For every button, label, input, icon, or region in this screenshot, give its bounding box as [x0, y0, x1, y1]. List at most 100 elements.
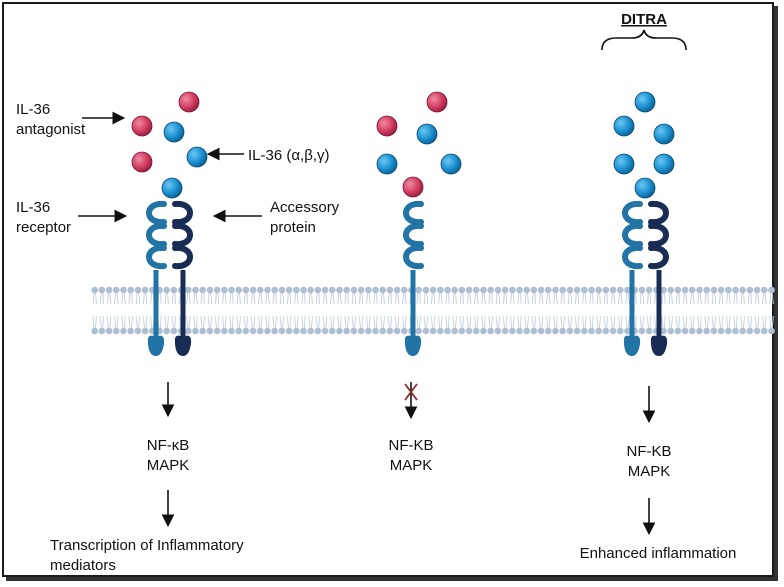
cell-membrane	[91, 286, 775, 335]
cytokine-annotation: IL-36 (α,β,γ)	[206, 147, 329, 164]
phospholipid	[689, 286, 696, 335]
phospholipid	[98, 286, 106, 335]
phospholipid	[732, 286, 739, 335]
phospholipid	[372, 286, 379, 335]
phospholipid	[213, 286, 221, 335]
phospholipid	[163, 286, 170, 335]
phospholipid	[127, 286, 134, 335]
phospholipid	[437, 286, 444, 335]
phospholipid	[667, 286, 674, 335]
phospholipid	[293, 286, 300, 335]
phospholipid	[206, 286, 214, 335]
phospholipid	[249, 286, 257, 335]
panel-2-il36-receptor	[403, 200, 424, 356]
phospholipid	[307, 286, 315, 335]
phospholipid	[393, 286, 401, 335]
phospholipid	[91, 286, 98, 335]
il36-cytokine-molecule	[613, 115, 635, 137]
phospholipid	[761, 286, 768, 335]
phospholipid	[516, 286, 523, 335]
phospholipid	[660, 286, 667, 335]
phospholipid	[645, 286, 653, 335]
phospholipid	[357, 286, 365, 335]
accessory-label-line2: protein	[270, 219, 316, 236]
phospholipid	[465, 286, 473, 335]
receptor-layer	[146, 200, 669, 356]
il36-antagonist-molecule	[131, 151, 153, 173]
phospholipid	[602, 286, 610, 335]
il36-cytokine-molecule	[186, 146, 208, 168]
phospholipid	[271, 286, 279, 335]
il36-antagonist-molecule	[178, 91, 200, 113]
phospholipid	[588, 286, 595, 335]
accessory-annotation: Accessory protein	[212, 199, 340, 236]
phospholipid	[199, 286, 206, 335]
phospholipid	[120, 286, 127, 335]
phospholipid	[278, 286, 286, 335]
panel-1-signal-line1: NF-κB	[147, 437, 190, 454]
receptor-annotation: IL-36 receptor	[16, 199, 128, 236]
phospholipid	[221, 286, 228, 335]
phospholipid	[343, 286, 351, 335]
phospholipid	[545, 286, 552, 335]
antagonist-annotation: IL-36 antagonist	[16, 101, 126, 138]
phospholipid	[552, 286, 559, 335]
il36-cytokine-molecule	[416, 123, 438, 145]
il36-cytokine-molecule	[376, 153, 398, 175]
phospholipid	[444, 286, 451, 335]
receptor-label-line1: IL-36	[16, 199, 50, 216]
phospholipid	[617, 286, 624, 335]
il36-antagonist-molecule	[426, 91, 448, 113]
il36-pathway-diagram: DITRA IL-36 antagonist IL-36 (α,β,γ) IL-…	[16, 11, 775, 574]
panel-2-downstream: NF-KB MAPK	[389, 382, 434, 474]
phospholipid	[681, 286, 689, 335]
phospholipid	[501, 286, 509, 335]
phospholipid	[566, 286, 574, 335]
phospholipid	[696, 286, 703, 335]
accessory-label-line1: Accessory	[270, 199, 340, 216]
phospholipid	[609, 286, 617, 335]
phospholipid	[257, 286, 264, 335]
blocked-x-icon	[404, 383, 418, 401]
phospholipid	[703, 286, 710, 335]
panel-3-outcome-line1: Enhanced inflammation	[580, 545, 737, 562]
phospholipid	[710, 286, 718, 335]
phospholipid	[415, 286, 423, 335]
phospholipid	[401, 286, 408, 335]
receptor-label-line2: receptor	[16, 219, 71, 236]
phospholipid	[422, 286, 430, 335]
phospholipid	[537, 286, 545, 335]
il36-antagonist-molecule	[131, 115, 153, 137]
il36-cytokine-molecule	[653, 123, 675, 145]
antagonist-label-line1: IL-36	[16, 101, 50, 118]
phospholipid	[530, 286, 538, 335]
il36-cytokine-molecule	[163, 121, 185, 143]
phospholipid	[336, 286, 343, 335]
il36-antagonist-molecule	[402, 176, 424, 198]
phospholipid	[105, 286, 113, 335]
phospholipid	[365, 286, 372, 335]
phospholipid	[725, 286, 732, 335]
phospholipid	[509, 286, 516, 335]
phospholipid	[638, 286, 646, 335]
panel-1-accessory-protein	[172, 200, 193, 356]
phospholipid	[429, 286, 437, 335]
phospholipid	[753, 286, 761, 335]
phospholipid	[314, 286, 322, 335]
ditra-bracket: DITRA	[601, 11, 687, 51]
panel-1-il36-receptor	[146, 200, 167, 356]
panel-3-signal-line2: MAPK	[628, 463, 671, 480]
panel-3-il36-receptor	[622, 200, 643, 356]
phospholipid	[746, 286, 754, 335]
phospholipid	[739, 286, 746, 335]
antagonist-label-line2: antagonist	[16, 121, 86, 138]
panel-3-downstream: NF-KB MAPK Enhanced inflammation	[580, 386, 737, 562]
il36-cytokine-molecule	[613, 153, 635, 175]
phospholipid	[264, 286, 271, 335]
panel-1-outcome-line2: mediators	[50, 557, 116, 574]
phospholipid	[523, 286, 530, 335]
phospholipid	[581, 286, 588, 335]
phospholipid	[559, 286, 566, 335]
phospholipid	[242, 286, 250, 335]
phospholipid	[717, 286, 725, 335]
